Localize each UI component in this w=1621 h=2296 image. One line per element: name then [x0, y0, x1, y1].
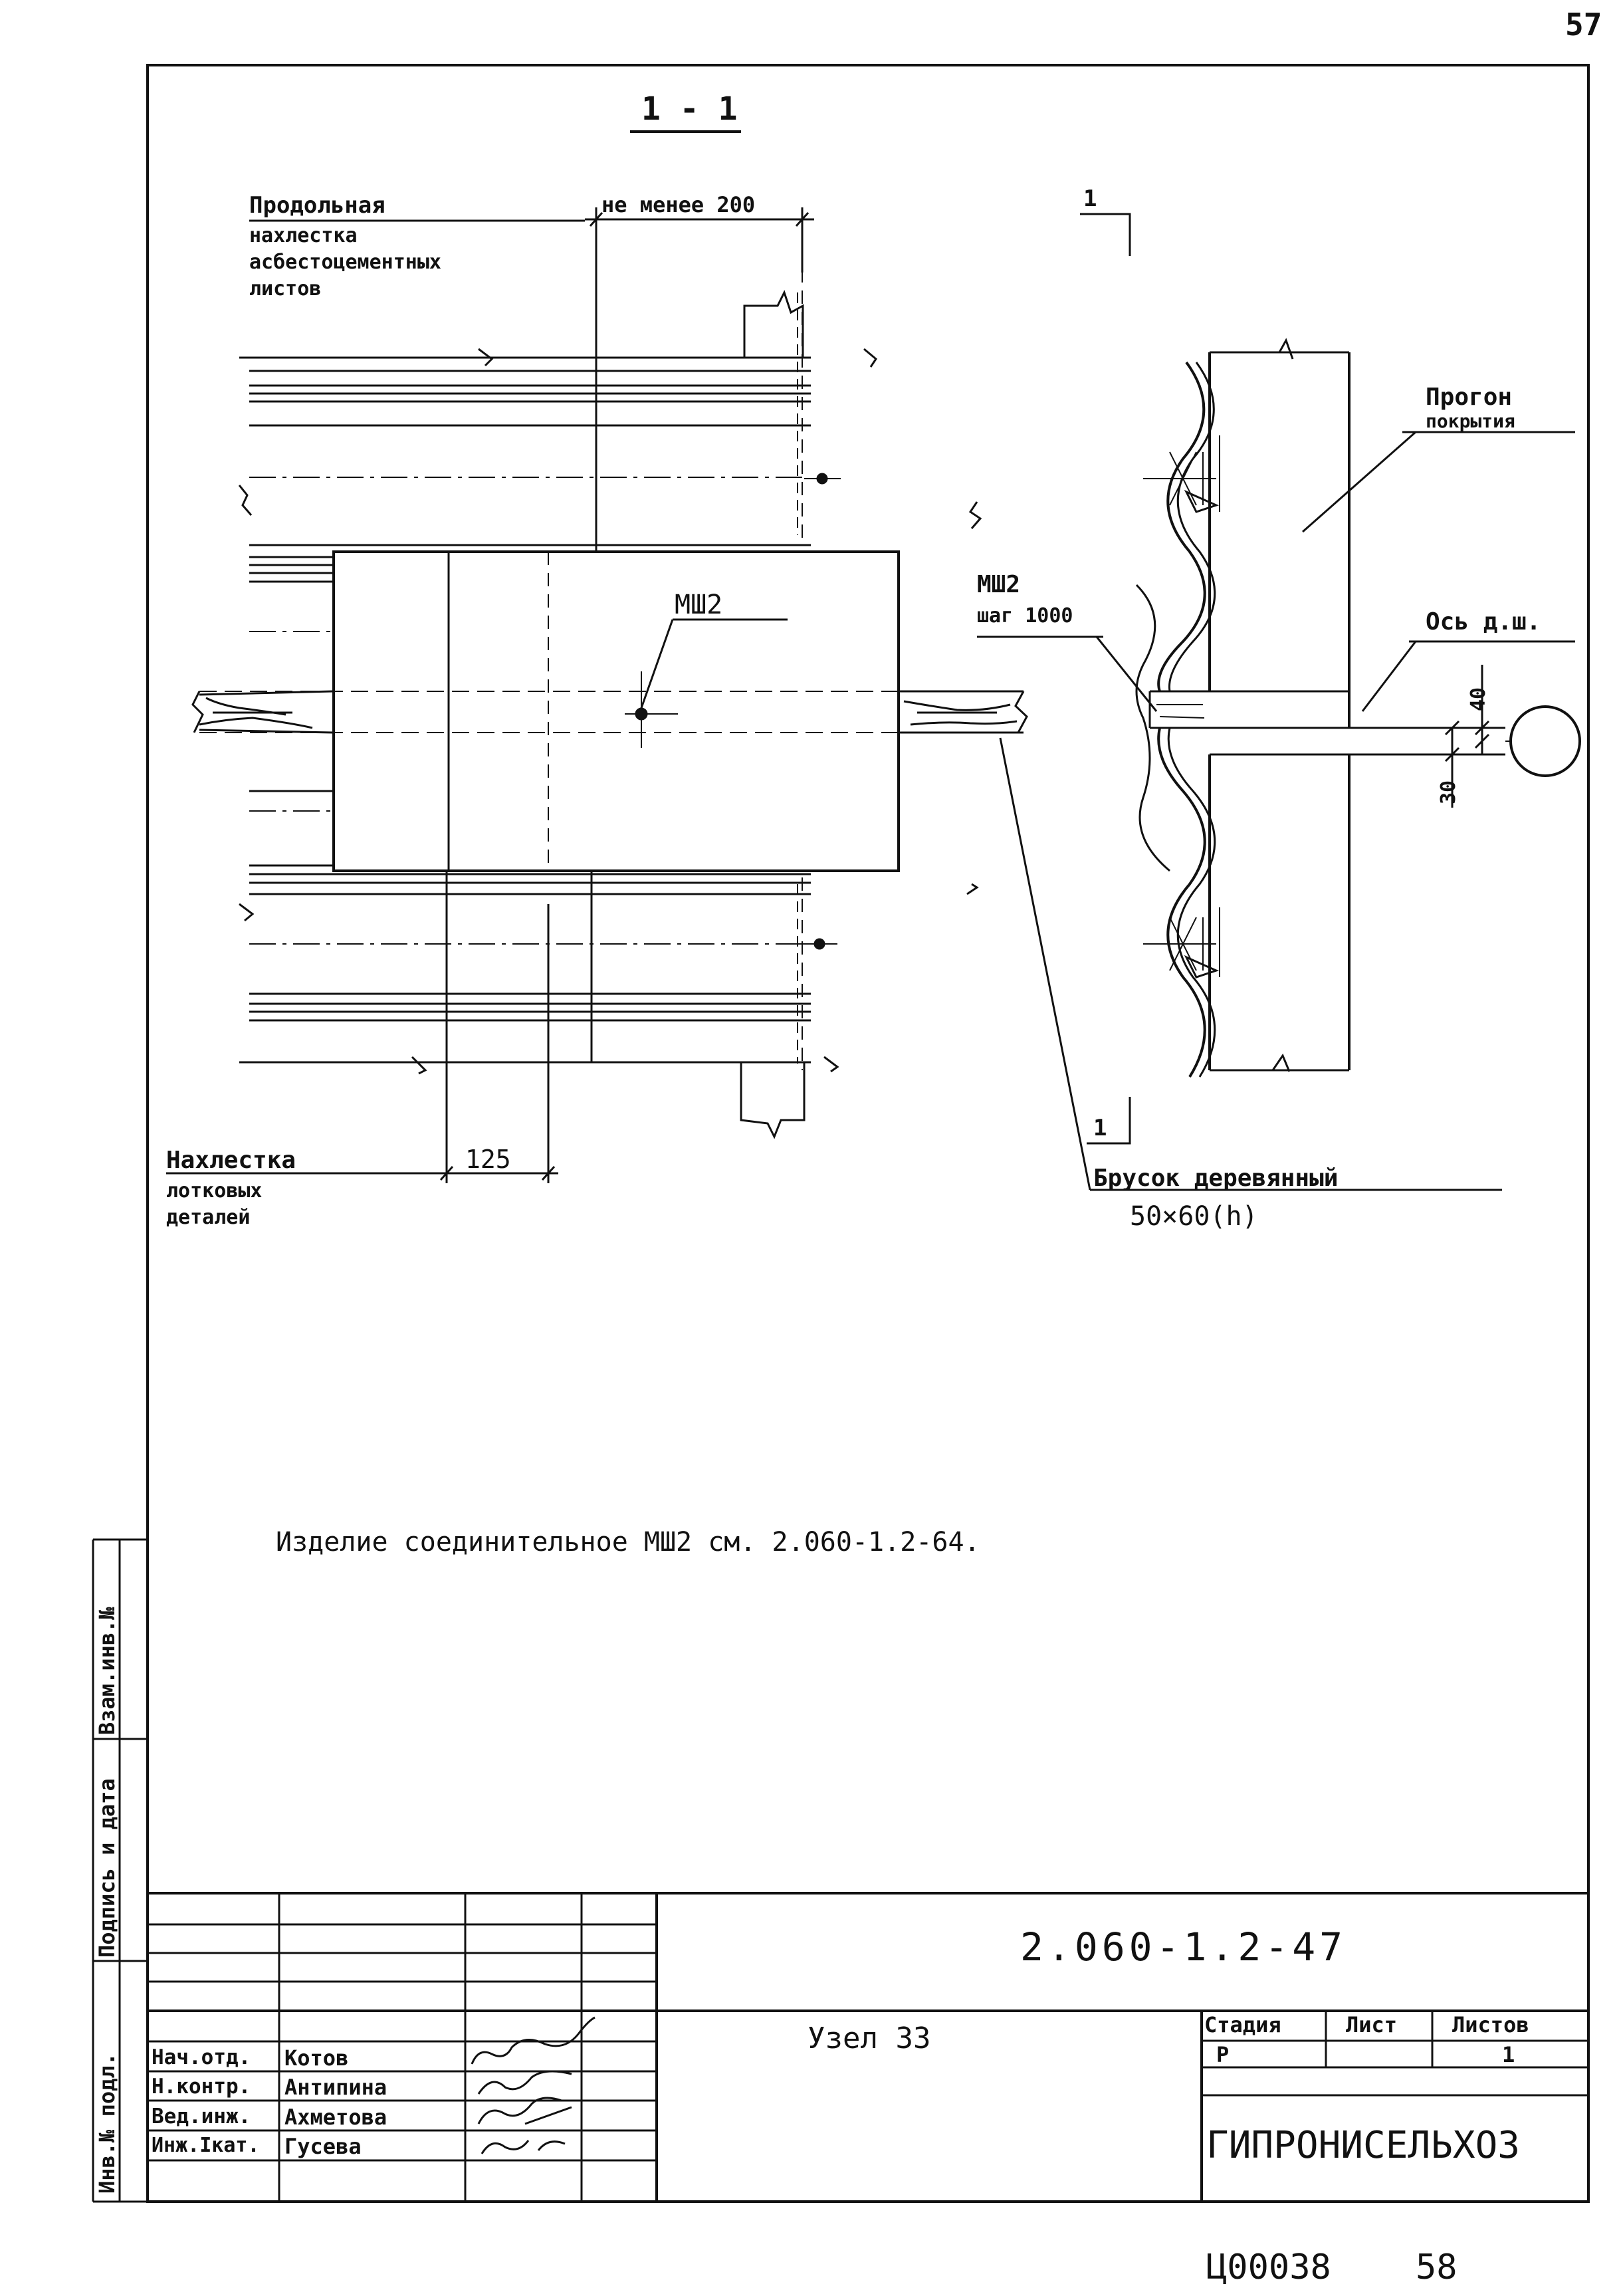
label-msh2-side: МШ2 — [977, 571, 1021, 598]
note-text: Изделие соединительное МШ2 см. 2.060-1.2… — [276, 1527, 980, 1557]
drawing-frame — [146, 64, 1590, 2203]
name-4: Гусева — [284, 2134, 362, 2159]
side-stamp-inv-podl: Инв.№ подл. — [94, 2053, 120, 2194]
sheets-value: 1 — [1502, 2042, 1515, 2067]
archive-page: 58 — [1416, 2247, 1458, 2287]
section-view — [977, 213, 1581, 1145]
organization: ГИПРОНИСЕЛЬХОЗ — [1206, 2124, 1521, 2167]
label-tray-overlap-2: лотковых — [166, 1179, 263, 1203]
stage-value: Р — [1216, 2042, 1230, 2067]
label-tray-overlap-1: Нахлестка — [166, 1147, 296, 1174]
name-3: Ахметова — [284, 2105, 387, 2130]
role-2: Н.контр. — [152, 2075, 251, 2099]
role-3: Вед.инж. — [152, 2105, 251, 2128]
role-4: Инж.Iкат. — [152, 2134, 260, 2157]
section-title: 1 - 1 — [641, 90, 738, 128]
document-code: 2.060-1.2-47 — [1020, 1924, 1347, 1970]
label-step-1000: шаг 1000 — [977, 604, 1073, 628]
label-axis: Ось д.ш. — [1426, 608, 1541, 635]
label-wooden-bar: Брусок деревянный — [1093, 1165, 1339, 1192]
name-1: Котов — [284, 2045, 349, 2071]
title-block-grid — [148, 1892, 1588, 2202]
label-longitudinal-overlap-1: Продольная — [249, 192, 385, 219]
page-number: 57 — [1565, 7, 1602, 43]
plan-view — [166, 207, 1502, 1191]
label-tray-overlap-3: деталей — [166, 1206, 251, 1229]
dim-min-200: не менее 200 — [601, 192, 756, 217]
dim-125: 125 — [465, 1145, 511, 1174]
label-bar-size: 50×60(h) — [1130, 1201, 1258, 1232]
label-longitudinal-overlap-3: асбестоцементных — [249, 251, 441, 274]
label-longitudinal-overlap-2: нахлестка — [249, 224, 358, 247]
dim-30: 30 — [1437, 780, 1460, 804]
side-stamp-podpis-data: Подпись и дата — [94, 1778, 120, 1958]
role-1: Нач.отд. — [152, 2045, 251, 2069]
sheet-title: Узел 33 — [808, 2021, 931, 2055]
label-purlin-1: Прогон — [1426, 384, 1513, 411]
dim-40: 40 — [1467, 687, 1490, 711]
label-msh2-center: МШ2 — [675, 590, 723, 620]
label-purlin-2: покрытия — [1426, 410, 1515, 432]
section-marker-top: 1 — [1083, 185, 1097, 212]
sheet-header: Лист — [1346, 2012, 1398, 2037]
side-stamp-vzam-inv: Взам.инв.№ — [94, 1607, 120, 1735]
label-longitudinal-overlap-4: листов — [249, 277, 322, 300]
archive-code: Ц00038 — [1206, 2247, 1331, 2287]
side-stamp-grid — [92, 1538, 148, 2203]
stage-header: Стадия — [1204, 2012, 1281, 2037]
sheets-header: Листов — [1452, 2012, 1529, 2037]
section-marker-bottom: 1 — [1093, 1115, 1107, 1141]
name-2: Антипина — [284, 2075, 387, 2100]
